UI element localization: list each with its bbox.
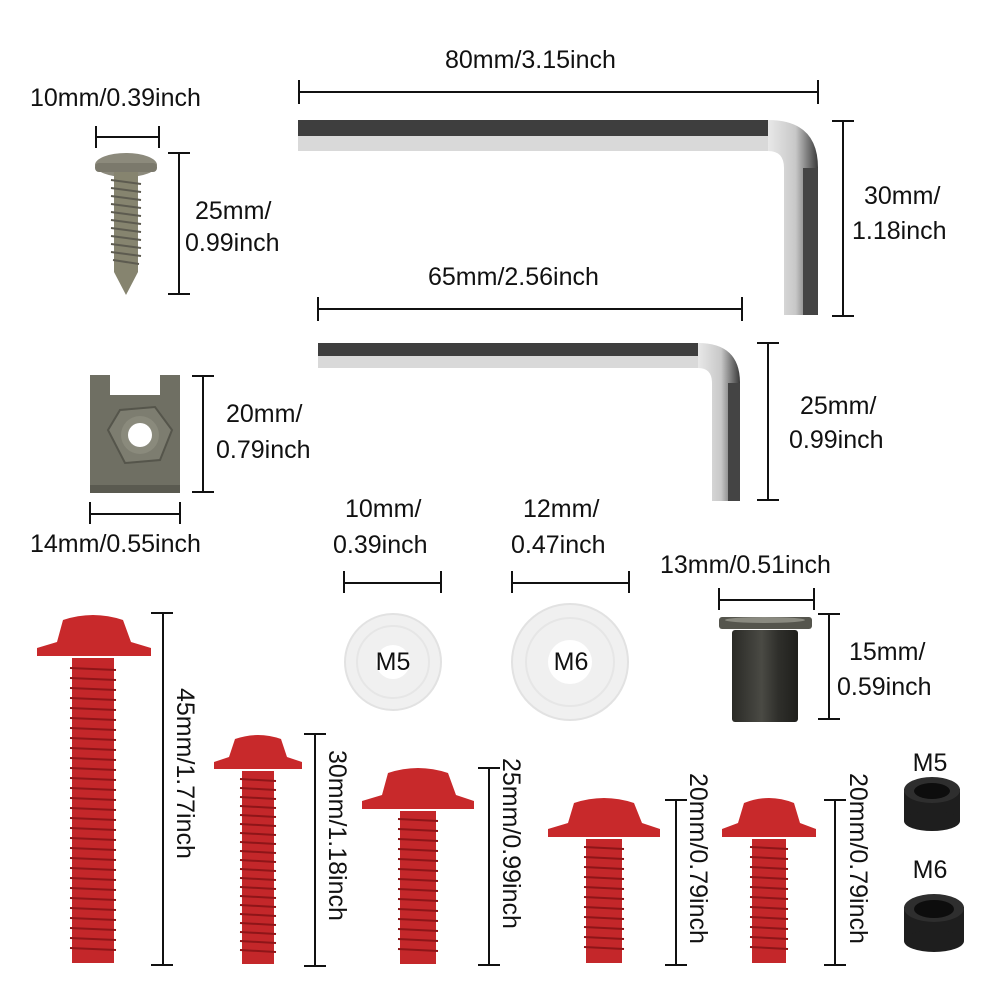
tapping-screw-width-label: 10mm/0.39inch [30, 84, 201, 112]
dimension-tick [718, 588, 720, 610]
red-bolt-30mm-image [214, 735, 302, 964]
dimension-tick [478, 767, 500, 769]
red-bolt-20mm-b-image [722, 798, 816, 963]
washer-m5-size-label-line2: 0.39inch [333, 531, 428, 559]
dimension-tick [89, 502, 91, 524]
well-nut-image [719, 617, 812, 722]
tapping-screw-length-label-line1: 25mm/ [195, 197, 272, 225]
dimension-tick [824, 964, 846, 966]
short-hex-key-image [318, 343, 740, 501]
dimension-tick [304, 733, 326, 735]
red-bolt-20mm-a-length-label: 20mm/0.79inch [684, 773, 712, 944]
dimension-tick [818, 718, 840, 720]
dimension-line [89, 513, 180, 515]
dimension-tick [741, 297, 743, 321]
dimension-tick [665, 799, 687, 801]
dimension-tick [95, 126, 97, 148]
dimension-line [162, 612, 164, 965]
dimension-tick [168, 152, 190, 154]
dimension-tick [158, 126, 160, 148]
well-nut-width-label: 13mm/0.51inch [660, 551, 831, 579]
dimension-line [842, 120, 844, 316]
long-hex-key-short-label-line2: 1.18inch [852, 217, 947, 245]
dimension-line [767, 342, 769, 500]
spacer-m5-marking: M5 [912, 749, 948, 777]
dimension-tick [511, 571, 513, 593]
dimension-line [298, 91, 818, 93]
red-bolt-45mm-image [37, 615, 151, 963]
dimension-tick [192, 375, 214, 377]
u-clip-nut-image [90, 375, 180, 493]
dimension-line [314, 733, 316, 966]
dimension-tick [478, 964, 500, 966]
dimension-tick [832, 315, 854, 317]
well-nut-height-label-line1: 15mm/ [849, 638, 926, 666]
red-bolt-30mm-length-label: 30mm/1.18inch [323, 750, 351, 921]
dimension-tick [832, 120, 854, 122]
washer-m6-marking: M6 [553, 648, 589, 676]
dimension-tick [317, 297, 319, 321]
dimension-tick [298, 80, 300, 104]
dimension-line [675, 799, 677, 965]
dimension-line [202, 375, 204, 492]
dimension-tick [757, 342, 779, 344]
dimension-tick [757, 499, 779, 501]
tapping-screw-length-label-line2: 0.99inch [185, 229, 280, 257]
washer-m5-size-label-line1: 10mm/ [345, 495, 422, 523]
dimension-tick [192, 491, 214, 493]
short-hex-key-short-label-line2: 0.99inch [789, 426, 884, 454]
dimension-tick [665, 964, 687, 966]
dimension-tick [168, 293, 190, 295]
u-clip-nut-height-label-line2: 0.79inch [216, 436, 311, 464]
red-bolt-45mm-length-label: 45mm/1.77inch [171, 688, 199, 859]
dimension-tick [304, 965, 326, 967]
dimension-tick [343, 571, 345, 593]
dimension-line [511, 582, 629, 584]
long-hex-key-short-label-line1: 30mm/ [864, 182, 941, 210]
red-bolt-20mm-a-image [548, 798, 660, 963]
short-hex-key-short-label-line1: 25mm/ [800, 392, 877, 420]
u-clip-nut-width-label: 14mm/0.55inch [30, 530, 201, 558]
long-hex-key-length-label: 80mm/3.15inch [445, 46, 616, 74]
dimension-tick [151, 964, 173, 966]
washer-m6-size-label-line1: 12mm/ [523, 495, 600, 523]
dimension-line [178, 152, 180, 294]
dimension-tick [628, 571, 630, 593]
spacer-m6-image [904, 894, 964, 952]
dimension-line [488, 767, 490, 965]
dimension-tick [179, 502, 181, 524]
red-bolt-25mm-image [362, 768, 474, 964]
washer-m5-marking: M5 [375, 648, 411, 676]
dimension-tick [440, 571, 442, 593]
tapping-screw-image [95, 153, 157, 295]
well-nut-height-label-line2: 0.59inch [837, 673, 932, 701]
dimension-line [828, 613, 830, 719]
dimension-tick [824, 799, 846, 801]
red-bolt-20mm-b-length-label: 20mm/0.79inch [844, 773, 872, 944]
dimension-tick [151, 612, 173, 614]
dimension-line [95, 136, 159, 138]
dimension-line [834, 799, 836, 965]
spacer-m6-marking: M6 [912, 856, 948, 884]
washer-m6-image [511, 603, 629, 721]
dimension-tick [818, 613, 840, 615]
short-hex-key-length-label: 65mm/2.56inch [428, 263, 599, 291]
u-clip-nut-height-label-line1: 20mm/ [226, 400, 303, 428]
washer-m5-image [344, 613, 442, 711]
long-hex-key-image [298, 120, 818, 315]
dimension-line [343, 582, 441, 584]
washer-m6-size-label-line2: 0.47inch [511, 531, 606, 559]
dimension-tick [817, 80, 819, 104]
dimension-line [317, 308, 742, 310]
dimension-tick [813, 588, 815, 610]
spacer-m5-image [904, 777, 960, 831]
red-bolt-25mm-length-label: 25mm/0.99inch [497, 758, 525, 929]
dimension-line [718, 599, 814, 601]
